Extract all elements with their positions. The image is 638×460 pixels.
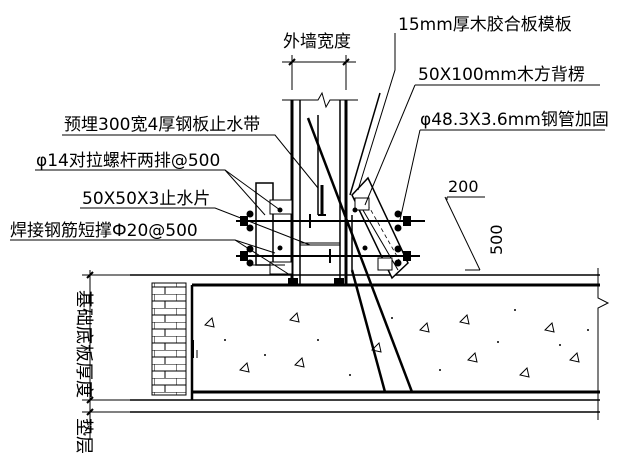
label-slab-thickness: 基础底板厚度 (73, 290, 94, 398)
label-cushion: 垫层 (73, 418, 94, 454)
wall-formwork (282, 91, 358, 285)
brick-wall (151, 282, 187, 396)
foundation-slab (130, 268, 610, 420)
slab-thickness-dimension (82, 270, 150, 440)
tie-bolts (236, 210, 425, 267)
label-short-brace: 焊接钢筋短撑Ф20@500 (10, 221, 198, 241)
left-formwork-panels (248, 182, 293, 275)
label-water-stop-plate: 预埋300宽4厚钢板止水带 (64, 115, 260, 135)
label-dim-500: 500 (487, 224, 506, 255)
label-steel-pipe: φ48.3X3.6mm钢管加固 (420, 110, 609, 130)
label-outer-wall-width: 外墙宽度 (283, 32, 351, 52)
label-water-stop-piece: 50X50X3止水片 (82, 189, 210, 209)
wall-width-dimension (282, 55, 356, 90)
label-dim-200: 200 (448, 177, 479, 196)
label-tie-bolts: φ14对拉螺杆两排@500 (36, 151, 220, 171)
label-formwork: 15mm厚木胶合板模板 (398, 15, 572, 35)
label-timber-backing: 50X100mm木方背楞 (418, 65, 585, 85)
leader-lines (10, 33, 605, 276)
